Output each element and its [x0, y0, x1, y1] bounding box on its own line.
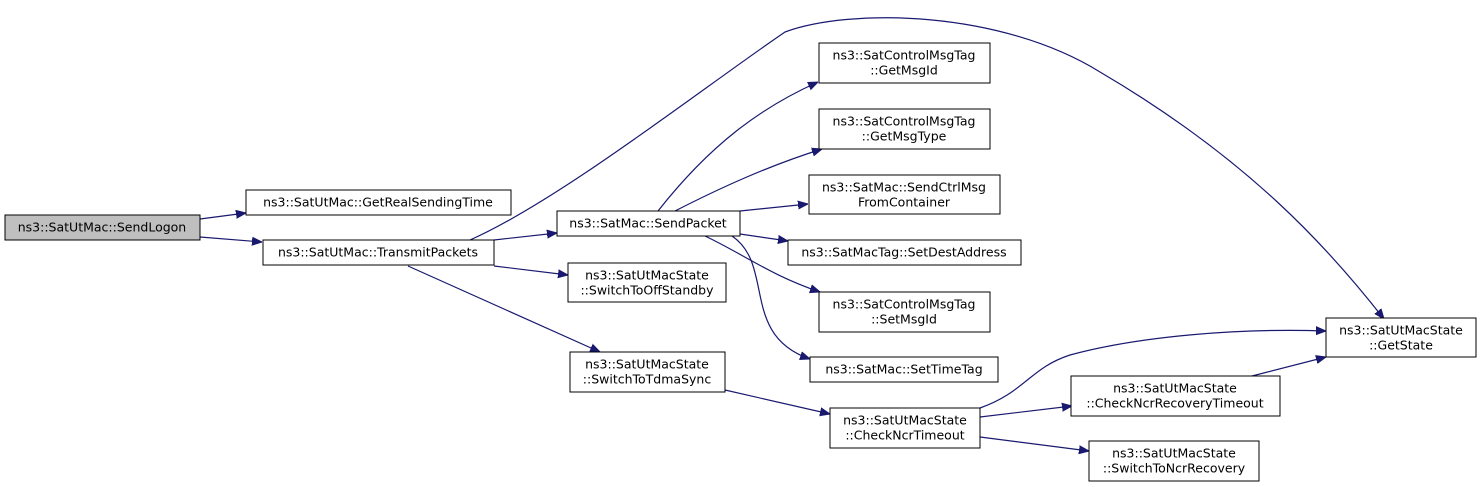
node-switch-to-ncr-recovery[interactable]: ns3::SatUtMacState ::SwitchToNcrRecovery	[1088, 440, 1260, 482]
node-label: ::CheckNcrTimeout	[845, 428, 964, 443]
edge-send-packet-to-get-msg-type	[674, 149, 822, 212]
node-transmit-packets[interactable]: ns3::SatUtMac::TransmitPackets	[262, 239, 495, 266]
edge-check-ncr-timeout-to-get-state	[979, 330, 1326, 409]
node-send-logon[interactable]: ns3::SatUtMac::SendLogon	[4, 214, 201, 241]
node-label: ns3::SatControlMsgTag	[833, 114, 976, 129]
node-get-state[interactable]: ns3::SatUtMacState ::GetState	[1325, 317, 1477, 358]
edge-send-packet-to-get-msg-id	[657, 82, 818, 212]
node-get-msg-id[interactable]: ns3::SatControlMsgTag ::GetMsgId	[818, 42, 991, 84]
node-label: ns3::SatUtMacState	[585, 357, 709, 372]
edge-send-packet-to-send-ctrl-msg	[739, 204, 808, 212]
edge-send-logon-to-get-real-sending-time	[199, 213, 246, 220]
node-set-dest-address[interactable]: ns3::SatMacTag::SetDestAddress	[787, 239, 1022, 266]
edge-switch-to-tdma-sync-to-check-ncr-timeout	[724, 389, 830, 414]
node-label: ns3::SatUtMac::SendLogon	[18, 220, 186, 235]
node-label: ::GetState	[1369, 338, 1433, 353]
node-label: FromContainer	[858, 195, 951, 210]
node-label: ::SetMsgId	[871, 312, 937, 327]
node-label: ns3::SatMacTag::SetDestAddress	[801, 245, 1006, 260]
node-check-ncr-timeout[interactable]: ns3::SatUtMacState ::CheckNcrTimeout	[829, 407, 981, 449]
node-set-time-tag[interactable]: ns3::SatMac::SetTimeTag	[809, 356, 999, 383]
edge-transmit-packets-to-get-state	[469, 17, 1384, 319]
edge-check-ncr-timeout-to-check-ncr-recovery-timeout	[979, 406, 1072, 418]
node-send-ctrl-msg-from-container[interactable]: ns3::SatMac::SendCtrlMsg FromContainer	[808, 174, 1001, 215]
edge-send-packet-to-set-time-tag	[731, 235, 810, 359]
node-switch-to-tdma-sync[interactable]: ns3::SatUtMacState ::SwitchToTdmaSync	[569, 351, 726, 393]
edge-check-ncr-recovery-timeout-to-get-state	[1251, 357, 1326, 377]
node-label: ns3::SatMac::SendPacket	[569, 216, 727, 231]
edge-send-packet-to-set-msg-id	[704, 235, 820, 292]
node-label: ::SwitchToOffStandby	[580, 283, 714, 298]
node-label: ns3::SatUtMac::TransmitPackets	[278, 245, 478, 260]
node-check-ncr-recovery-timeout[interactable]: ns3::SatUtMacState ::CheckNcrRecoveryTim…	[1070, 375, 1281, 417]
edge-send-logon-to-transmit-packets	[199, 236, 262, 242]
edge-transmit-packets-to-switch-to-tdma-sync	[407, 265, 600, 352]
edge-send-packet-to-set-dest-address	[739, 233, 788, 241]
node-label: ::GetMsgId	[870, 63, 938, 78]
node-label: ::CheckNcrRecoveryTimeout	[1086, 396, 1263, 411]
node-label: ::SwitchToNcrRecovery	[1103, 461, 1246, 476]
edge-transmit-packets-to-send-packet	[493, 233, 557, 241]
node-label: ::SwitchToTdmaSync	[583, 372, 712, 387]
node-get-msg-type[interactable]: ns3::SatControlMsgTag ::GetMsgType	[818, 108, 991, 150]
node-get-real-sending-time[interactable]: ns3::SatUtMac::GetRealSendingTime	[245, 189, 512, 216]
node-label: ns3::SatMac::SendCtrlMsg	[822, 180, 986, 195]
edge-transmit-packets-to-switch-to-off-standby	[493, 265, 568, 275]
node-send-packet[interactable]: ns3::SatMac::SendPacket	[556, 210, 741, 237]
node-label: ns3::SatUtMacState	[585, 268, 709, 283]
node-label: ns3::SatUtMacState	[843, 413, 967, 428]
node-label: ns3::SatUtMac::GetRealSendingTime	[263, 195, 493, 210]
node-label: ns3::SatControlMsgTag	[833, 48, 976, 63]
node-label: ns3::SatUtMacState	[1112, 446, 1236, 461]
node-label: ns3::SatMac::SetTimeTag	[825, 362, 982, 377]
edge-check-ncr-timeout-to-switch-to-ncr-recovery	[979, 436, 1089, 451]
node-label: ns3::SatUtMacState	[1339, 323, 1463, 338]
node-label: ns3::SatUtMacState	[1113, 381, 1237, 396]
node-label: ::GetMsgType	[862, 129, 947, 144]
node-switch-to-off-standby[interactable]: ns3::SatUtMacState ::SwitchToOffStandby	[567, 262, 727, 303]
node-set-msg-id[interactable]: ns3::SatControlMsgTag ::SetMsgId	[818, 291, 991, 333]
node-label: ns3::SatControlMsgTag	[833, 297, 976, 312]
